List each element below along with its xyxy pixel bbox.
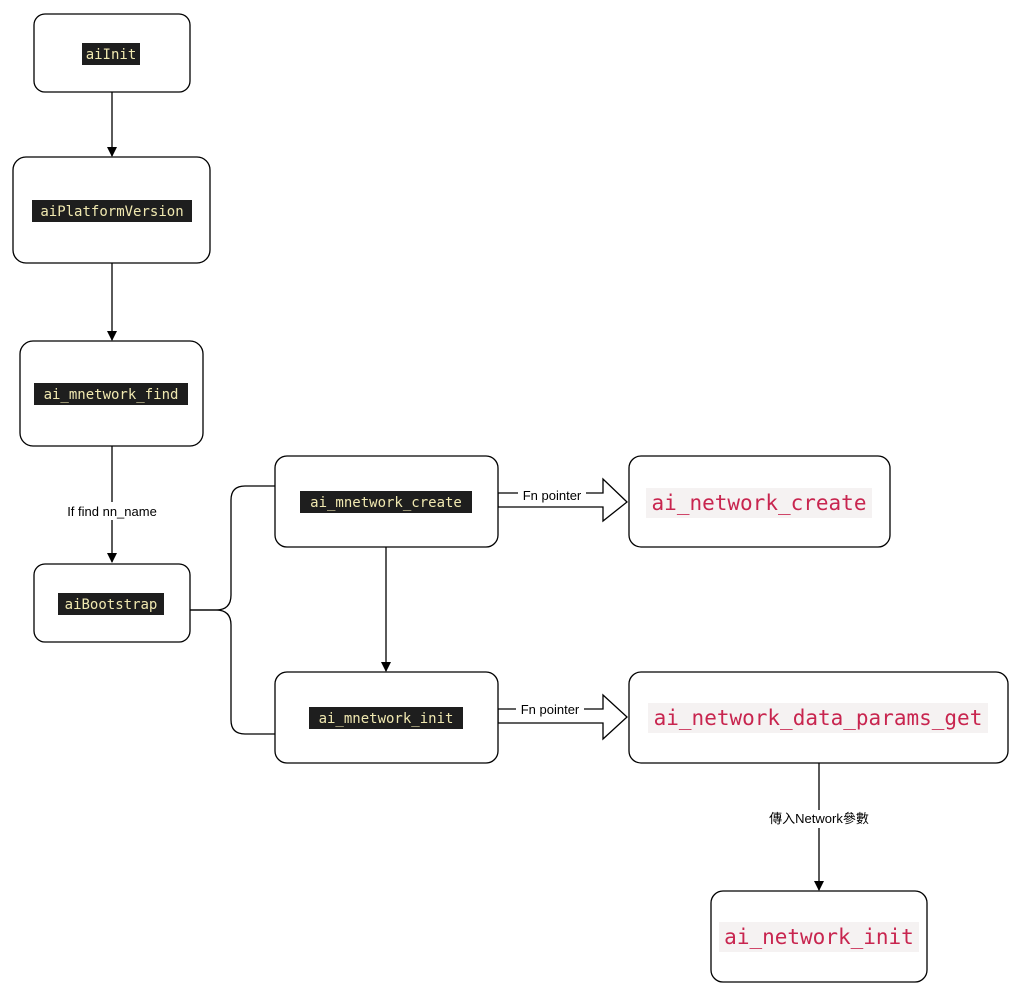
edge-label-pass-params: 傳入Network參數: [769, 811, 869, 826]
code-highlight: [82, 43, 140, 65]
edge-label-fn-pointer-init: Fn pointer: [521, 702, 580, 717]
node-label: aiInit: [86, 47, 137, 63]
code-highlight: [58, 593, 164, 615]
edge-label-bg: [518, 487, 586, 503]
node-ai-mnetwork-find: ai_mnetwork_find: [19, 340, 204, 447]
node-ai-mnetwork-create: ai_mnetwork_create: [274, 455, 499, 548]
node-ai-mnetwork-init: ai_mnetwork_init: [274, 671, 499, 764]
edge-label-fn-pointer-create: Fn pointer: [523, 488, 582, 503]
code-highlight: [309, 707, 463, 729]
node-ai-init: aiInit: [33, 13, 191, 93]
node-ai-network-init: ai_network_init: [710, 890, 928, 983]
node-label: ai_mnetwork_init: [319, 711, 454, 727]
node-ai-network-create: ai_network_create: [628, 455, 891, 548]
edge-label-bg: [58, 502, 166, 520]
brace-to-init: [190, 609, 275, 735]
code-highlight: [300, 491, 472, 513]
code-highlight: [719, 922, 919, 952]
node-label: ai_network_init: [724, 925, 914, 949]
code-highlight: [648, 703, 988, 733]
code-highlight: [34, 383, 188, 405]
node-label: ai_network_create: [652, 491, 867, 515]
node-label: aiBootstrap: [65, 597, 158, 613]
node-ai-platform-version: aiPlatformVersion: [12, 156, 211, 264]
node-label: ai_mnetwork_create: [310, 495, 462, 511]
node-label: ai_network_data_params_get: [654, 706, 983, 730]
brace-to-create: [190, 485, 275, 611]
edge-label-if-find: If find nn_name: [67, 504, 157, 519]
node-label: ai_mnetwork_find: [44, 387, 179, 403]
code-highlight: [646, 488, 872, 518]
node-ai-bootstrap: aiBootstrap: [33, 563, 191, 643]
code-highlight: [32, 200, 192, 222]
edge-label-bg: [516, 701, 584, 717]
node-ai-network-data-params-get: ai_network_data_params_get: [628, 671, 1009, 764]
node-label: aiPlatformVersion: [40, 204, 183, 220]
edge-label-bg: [760, 810, 878, 828]
